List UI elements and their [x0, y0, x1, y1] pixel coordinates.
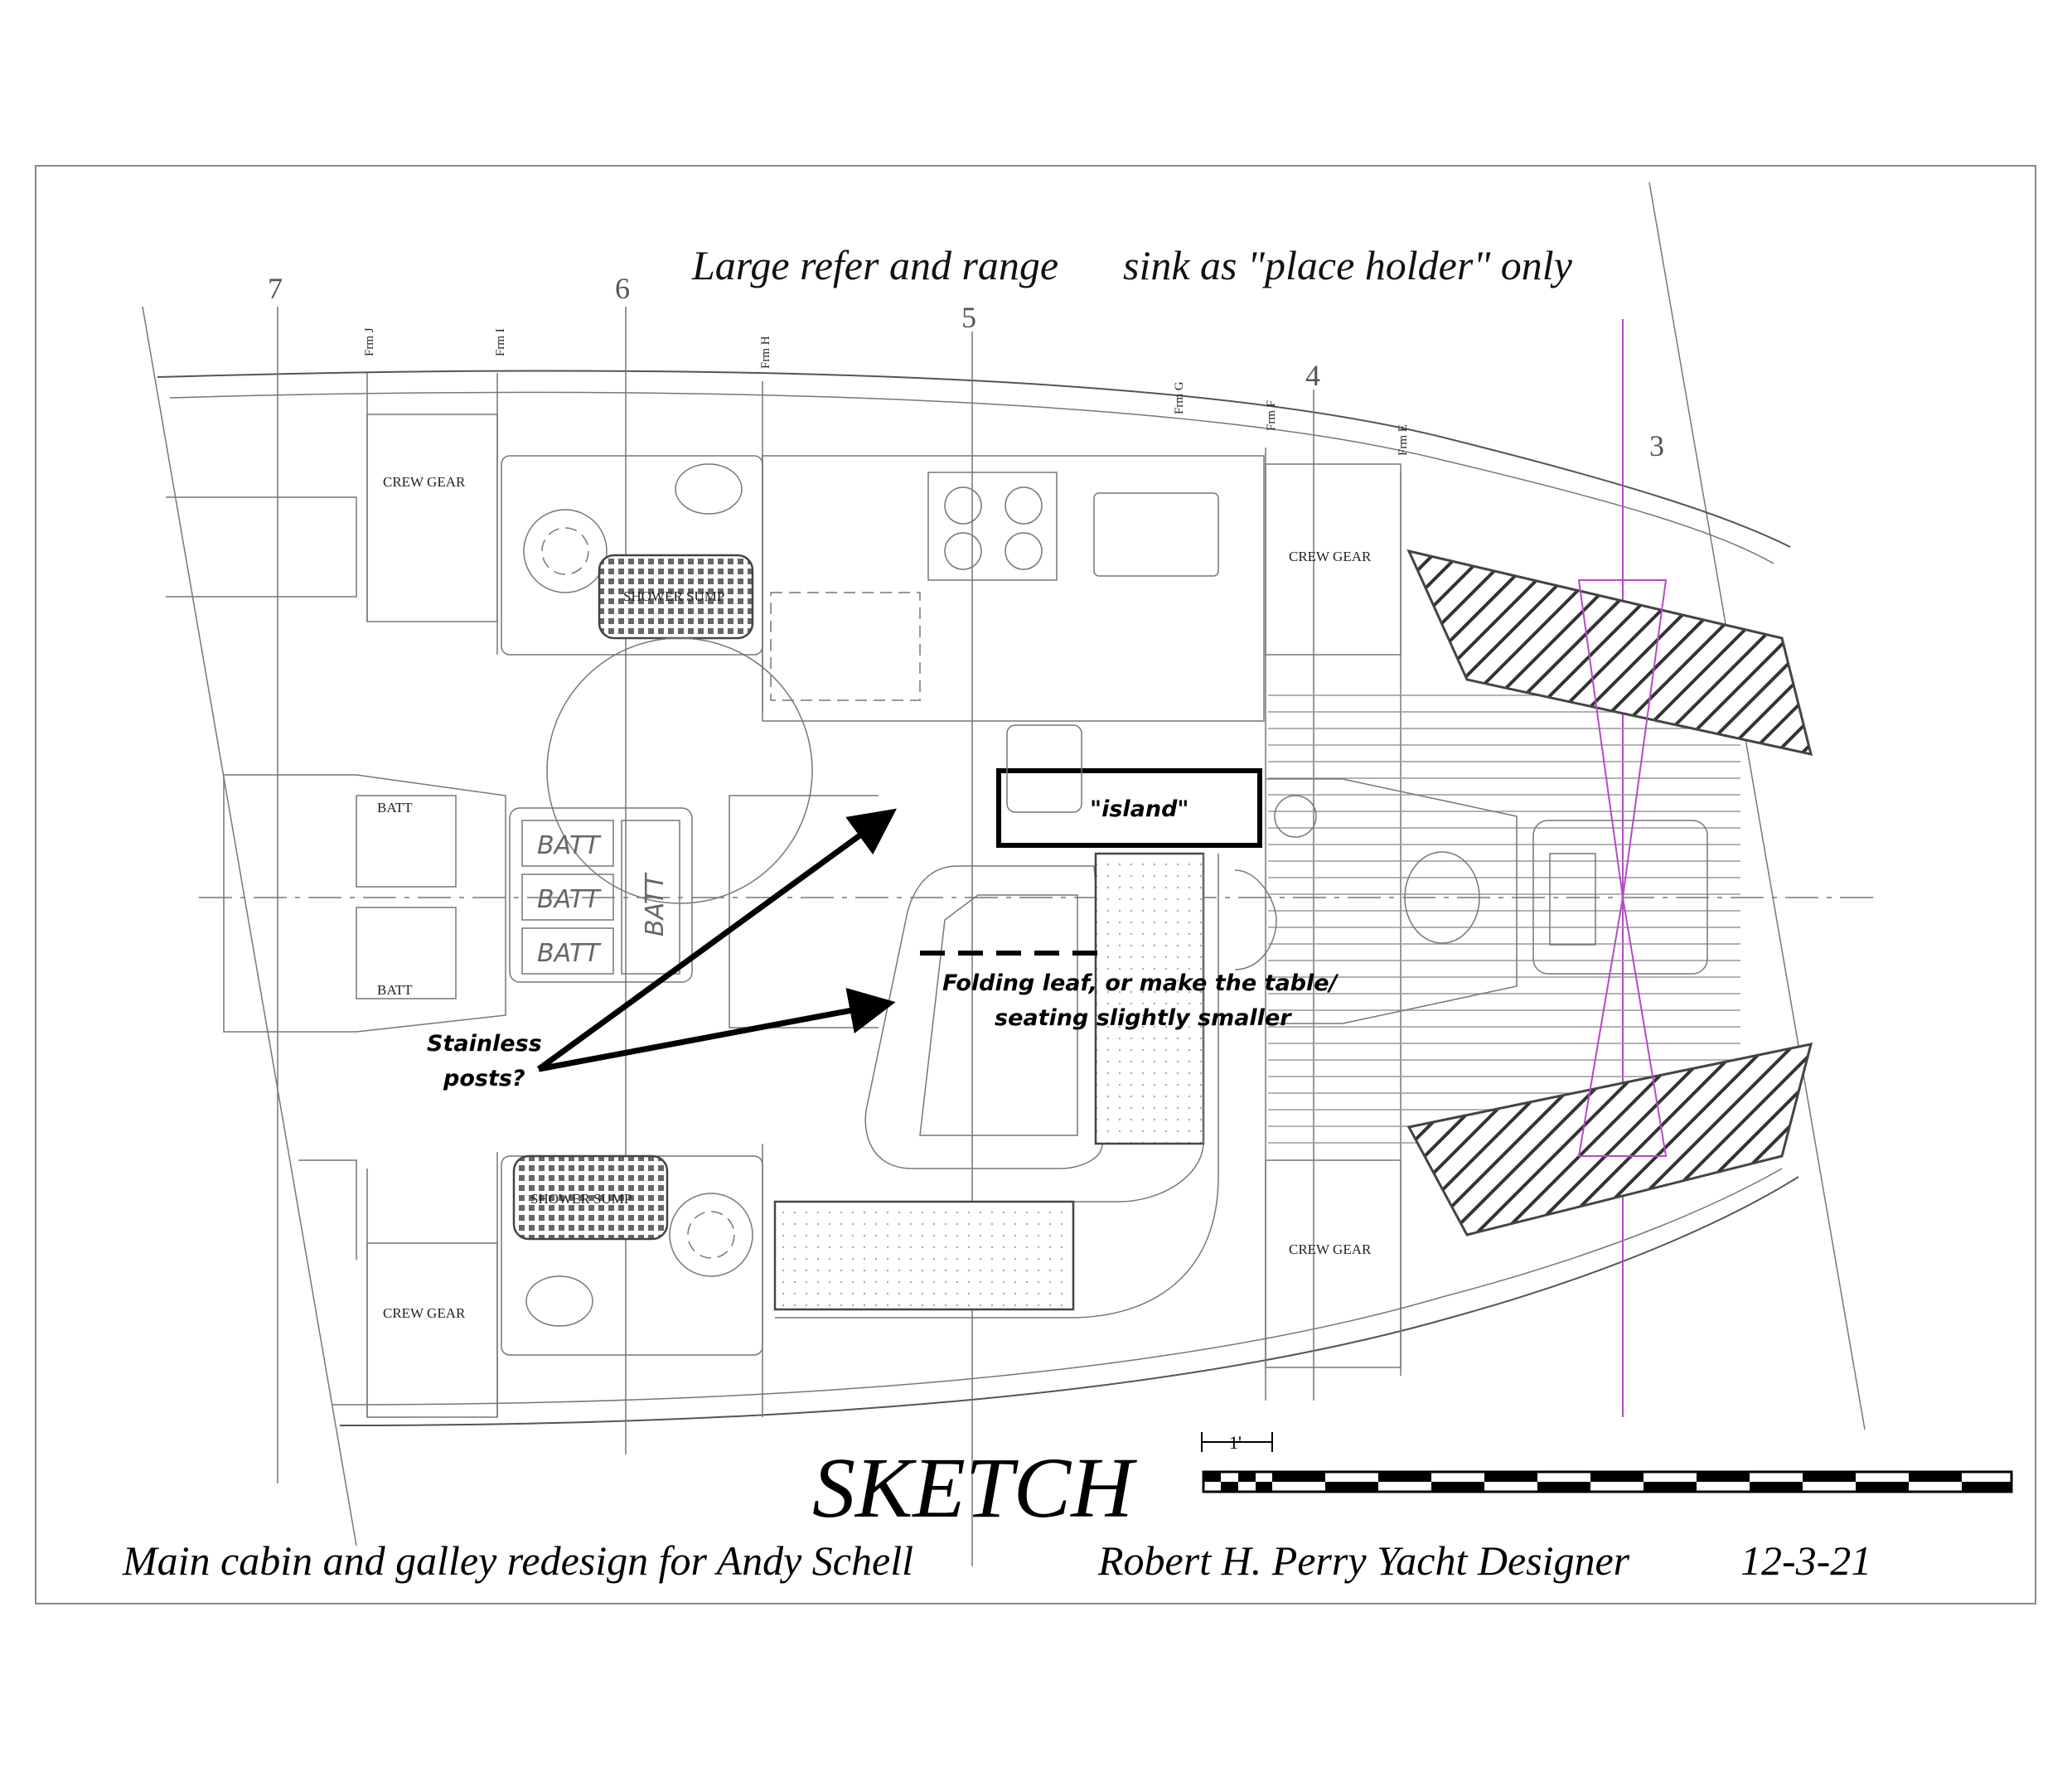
station-4: 4 — [1305, 359, 1320, 392]
island-label: "island" — [1090, 796, 1188, 822]
island-outline — [996, 768, 1262, 848]
note-galley: Large refer and range — [691, 242, 1058, 288]
berth-starboard — [1406, 1043, 1813, 1236]
scale-label: 1' — [1229, 1432, 1242, 1453]
station-6: 6 — [615, 272, 630, 305]
drawing-date: 12-3-21 — [1740, 1537, 1871, 1584]
note-sink: sink as "place holder" only — [1123, 242, 1573, 288]
dinette — [773, 852, 1219, 1319]
annotation-folding-leaf-1: Folding leaf, or make the table/ — [942, 970, 1339, 996]
crew-gear-label-1: CREW GEAR — [383, 474, 466, 490]
galley — [762, 455, 1265, 722]
shower-sump-label-1: SHOWER SUMP — [623, 588, 724, 604]
annotation-stainless-2: posts? — [443, 1066, 525, 1091]
crew-gear-lockers — [166, 414, 1402, 1418]
frame-f: Frm F — [1265, 400, 1278, 431]
station-3: 3 — [1649, 429, 1664, 462]
annotation-folding-leaf-2: seating slightly smaller — [995, 1005, 1292, 1031]
frame-h: Frm H — [759, 336, 772, 369]
sketch-title: SKETCH — [812, 1440, 1137, 1536]
head-port — [501, 455, 763, 656]
batt-label-3: BATT — [537, 831, 602, 860]
shower-sump-label-2: SHOWER SUMP — [530, 1191, 632, 1207]
batt-label-6: BATT — [641, 872, 670, 936]
batt-label-2: BATT — [377, 982, 413, 998]
annotation-stainless-1: Stainless — [427, 1031, 542, 1057]
shower-sump-starboard — [512, 1154, 669, 1241]
frame-i: Frm I — [494, 328, 507, 356]
frame-e: Frm E — [1397, 424, 1410, 456]
range — [927, 472, 1058, 581]
section-line-left — [142, 306, 357, 1546]
crew-gear-label-3: CREW GEAR — [1289, 1241, 1372, 1257]
hull-outline — [157, 370, 1799, 1426]
designer-name: Robert H. Perry Yacht Designer — [1097, 1537, 1630, 1584]
scale-bar — [1201, 1432, 2013, 1493]
batt-label-5: BATT — [537, 939, 602, 968]
head-starboard — [501, 1154, 763, 1356]
section-line-right — [1648, 181, 1866, 1430]
drawing-border — [35, 165, 2036, 1604]
frame-g: Frm G — [1173, 381, 1186, 414]
batt-label-1: BATT — [377, 800, 413, 815]
mast-outline — [1577, 579, 1668, 1157]
frame-j: Frm J — [363, 327, 376, 356]
batt-label-4: BATT — [537, 885, 602, 914]
station-5: 5 — [961, 301, 976, 334]
crew-gear-label-4: CREW GEAR — [383, 1305, 466, 1321]
forward-cabin — [1234, 778, 1708, 1024]
annotation-arrows — [536, 808, 897, 1072]
berth-port — [1406, 549, 1813, 756]
engine-battery-area — [223, 637, 879, 1033]
drawing-description: Main cabin and galley redesign for Andy … — [122, 1537, 913, 1584]
station-7: 7 — [268, 272, 283, 305]
crew-gear-label-2: CREW GEAR — [1289, 549, 1372, 564]
galley-sink — [1093, 492, 1219, 577]
